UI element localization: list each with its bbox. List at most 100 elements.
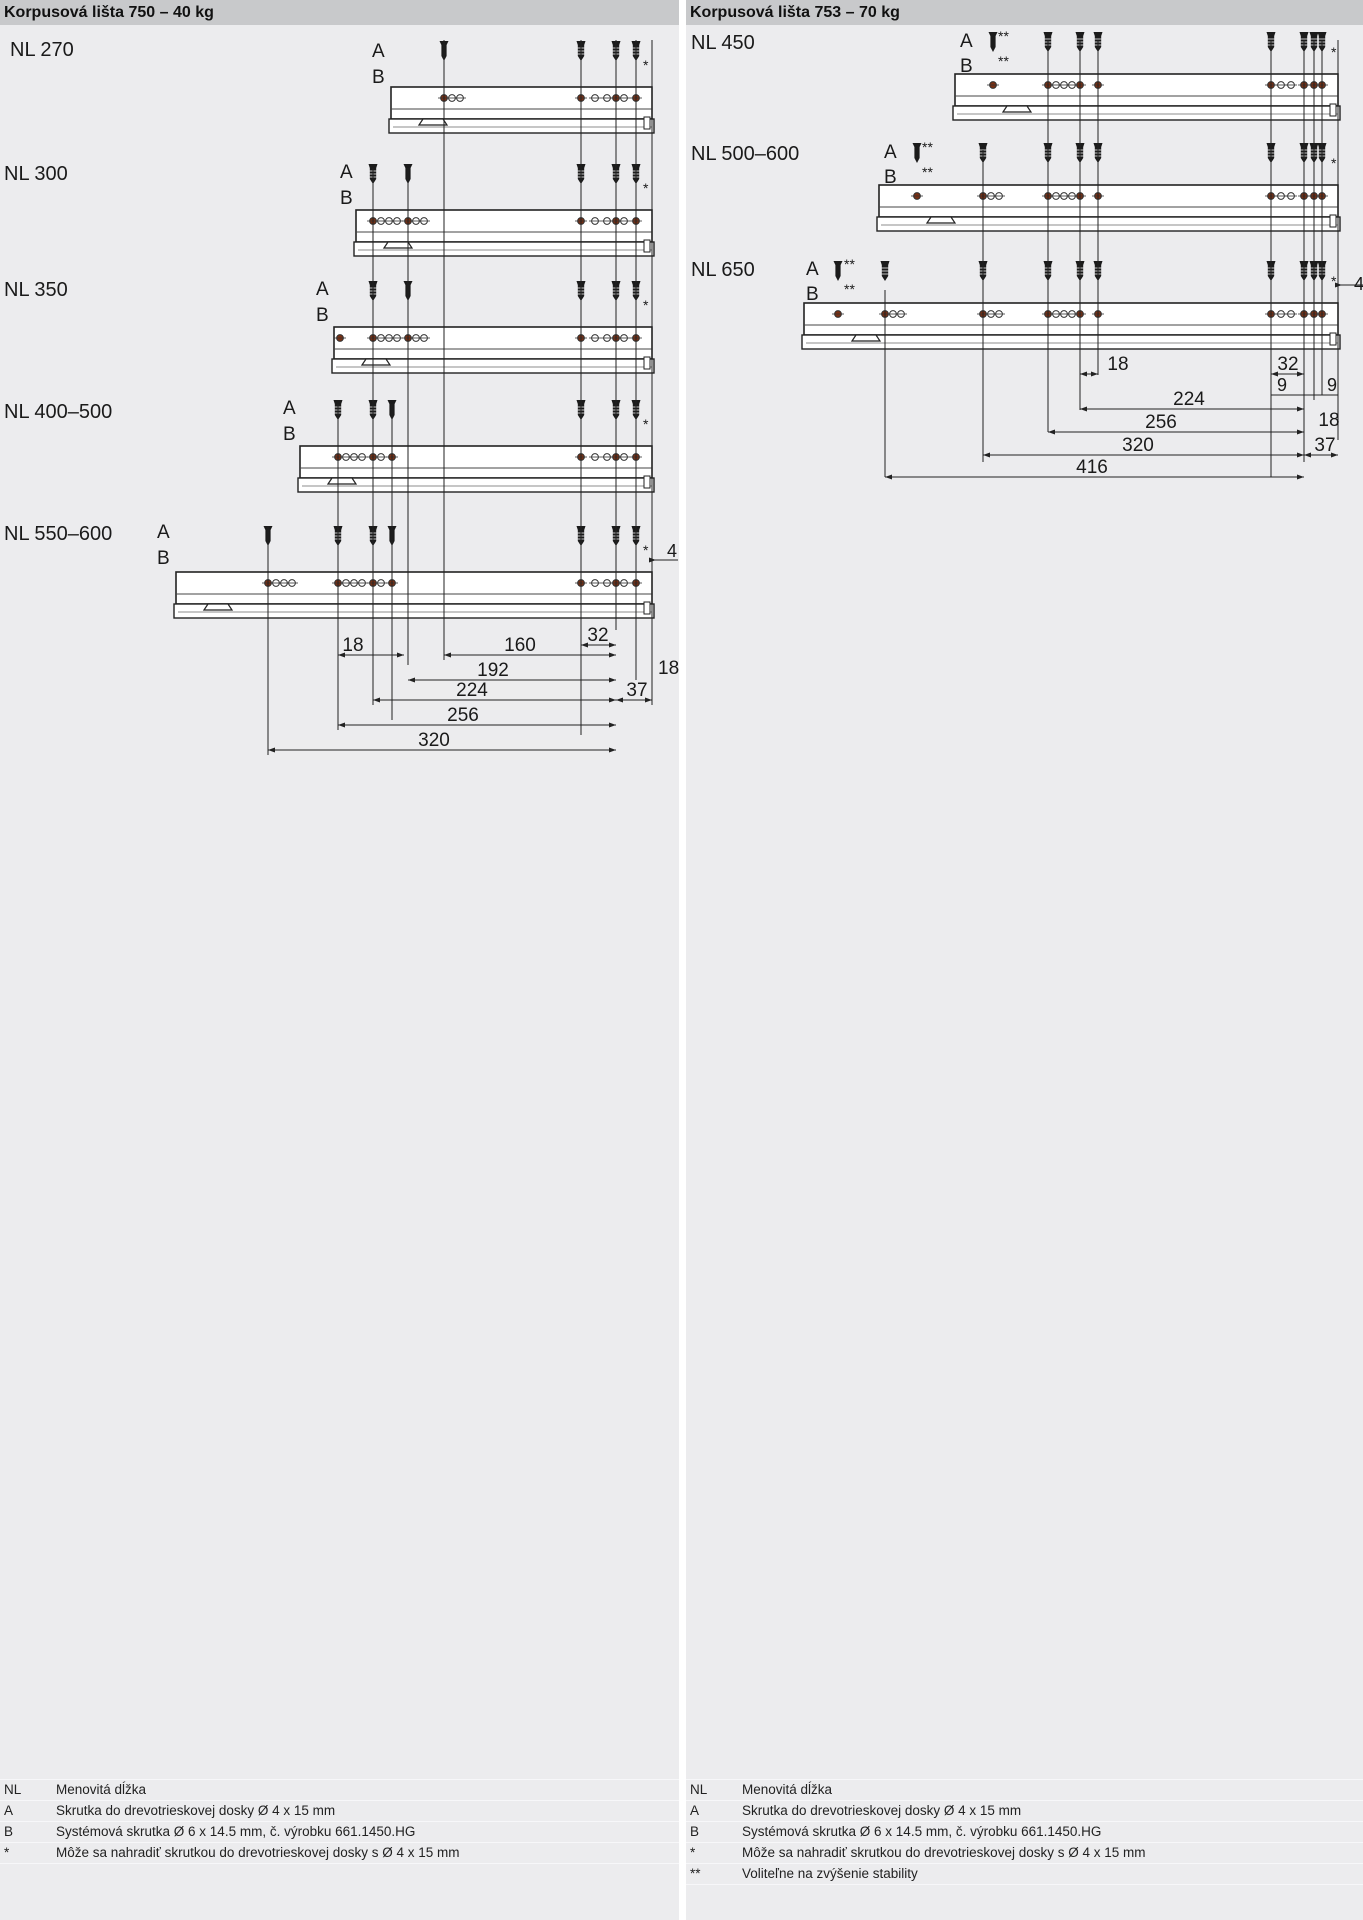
arrow-head bbox=[609, 697, 616, 703]
dimension-label: 256 bbox=[447, 705, 479, 726]
asterisk-note: * bbox=[643, 180, 649, 196]
dimension-label: 18 bbox=[1107, 354, 1128, 375]
screw-type-a-label: A bbox=[340, 162, 353, 183]
screw-type-b-label: B bbox=[316, 305, 329, 326]
rail-lower-profile bbox=[297, 477, 655, 493]
arrow-head bbox=[645, 697, 652, 703]
rail-body bbox=[299, 445, 653, 479]
screw-shape bbox=[988, 32, 998, 52]
legend-row: **Voliteľne na zvýšenie stability bbox=[686, 1863, 1363, 1885]
dimension-label: 32 bbox=[587, 625, 608, 646]
rail-lower-profile bbox=[331, 358, 655, 374]
arrow-head bbox=[1304, 452, 1311, 458]
double-asterisk-note: ** bbox=[998, 28, 1009, 44]
dimension-label: 4 bbox=[667, 541, 677, 561]
rail-lower-profile bbox=[353, 241, 655, 257]
legend-key: * bbox=[4, 1845, 10, 1860]
screw-type-b-label: B bbox=[157, 548, 170, 569]
dimension-label: 37 bbox=[1314, 435, 1335, 456]
rail-end-stop bbox=[643, 475, 651, 489]
legend-text: Voliteľne na zvýšenie stability bbox=[742, 1866, 918, 1881]
dimension-label: 9 bbox=[1277, 375, 1287, 395]
asterisk-note: * bbox=[643, 416, 649, 432]
rail-clip bbox=[1001, 105, 1033, 113]
dimension-label: 416 bbox=[1076, 457, 1108, 478]
nominal-length-label: NL 400–500 bbox=[4, 401, 112, 423]
rail-end-stop bbox=[1329, 214, 1337, 228]
arrow-head bbox=[609, 677, 616, 683]
arrow-head bbox=[268, 747, 275, 753]
screw-type-b-label: B bbox=[884, 167, 897, 188]
dimension-label: 18 bbox=[342, 635, 363, 656]
asterisk-note: * bbox=[643, 57, 649, 73]
legend-key: B bbox=[4, 1824, 14, 1839]
arrow-head bbox=[1297, 406, 1304, 412]
legend-key: B bbox=[690, 1824, 700, 1839]
nominal-length-label: NL 450 bbox=[691, 32, 755, 54]
screw-shape bbox=[912, 143, 922, 163]
rail-end-stop bbox=[643, 601, 651, 615]
rail-lower-profile bbox=[801, 334, 1341, 350]
legend-text: Menovitá dĺžka bbox=[742, 1782, 833, 1797]
rail-end-stop bbox=[1329, 103, 1337, 117]
screw-type-b-label: B bbox=[283, 424, 296, 445]
dimension-label: 37 bbox=[626, 680, 647, 701]
rail-body bbox=[803, 302, 1339, 336]
rail-lower-profile bbox=[388, 118, 655, 134]
legend-key: NL bbox=[4, 1782, 22, 1797]
screw-type-a-label: A bbox=[372, 41, 385, 62]
double-asterisk-note: ** bbox=[844, 256, 855, 272]
arrow-head bbox=[1331, 452, 1338, 458]
legend-key: * bbox=[690, 1845, 696, 1860]
rail-clip bbox=[360, 358, 392, 366]
arrow-head bbox=[397, 652, 404, 658]
asterisk-note: * bbox=[1331, 155, 1337, 171]
screw-type-b-label: B bbox=[960, 56, 973, 77]
screw-type-b-label: B bbox=[806, 284, 819, 305]
double-asterisk-note: ** bbox=[998, 53, 1009, 69]
arrow-head bbox=[1080, 371, 1087, 377]
dimension-label: 160 bbox=[504, 635, 536, 656]
screw-type-a-label: A bbox=[960, 31, 973, 52]
panel-title: Korpusová lišta 753 – 70 kg bbox=[686, 0, 1363, 25]
asterisk-note: * bbox=[1331, 273, 1337, 289]
screw-icon bbox=[912, 143, 922, 163]
double-asterisk-note: ** bbox=[922, 164, 933, 180]
arrow-head bbox=[1091, 371, 1098, 377]
screw-type-b-label: B bbox=[372, 67, 385, 88]
rail-body bbox=[355, 209, 653, 243]
arrow-head bbox=[885, 474, 892, 480]
screw-shape bbox=[833, 261, 843, 281]
legend-text: Systémová skrutka Ø 6 x 14.5 mm, č. výro… bbox=[56, 1824, 416, 1839]
asterisk-note: * bbox=[1331, 44, 1337, 60]
nominal-length-label: NL 350 bbox=[4, 279, 68, 301]
arrow-head bbox=[609, 747, 616, 753]
rail-lower-profile bbox=[952, 105, 1341, 121]
dimension-label: 32 bbox=[1277, 354, 1298, 375]
rail-body bbox=[878, 184, 1339, 218]
legend-key: A bbox=[690, 1803, 700, 1818]
rail-clip bbox=[202, 603, 234, 611]
nominal-length-label: NL 270 bbox=[10, 39, 74, 61]
arrow-head bbox=[983, 452, 990, 458]
screw-type-a-label: A bbox=[884, 142, 897, 163]
dimension-label: 4 bbox=[1354, 274, 1363, 294]
double-asterisk-note: ** bbox=[844, 281, 855, 297]
rail-clip bbox=[925, 216, 957, 224]
dimension-label: 192 bbox=[477, 660, 509, 681]
legend-text: Skrutka do drevotrieskovej dosky Ø 4 x 1… bbox=[56, 1803, 336, 1818]
rail-clip bbox=[417, 118, 449, 126]
arrow-head bbox=[581, 642, 588, 648]
arrow-head bbox=[609, 642, 616, 648]
dimension-label: 224 bbox=[456, 680, 488, 701]
dimension-label: 9 bbox=[1327, 375, 1337, 395]
